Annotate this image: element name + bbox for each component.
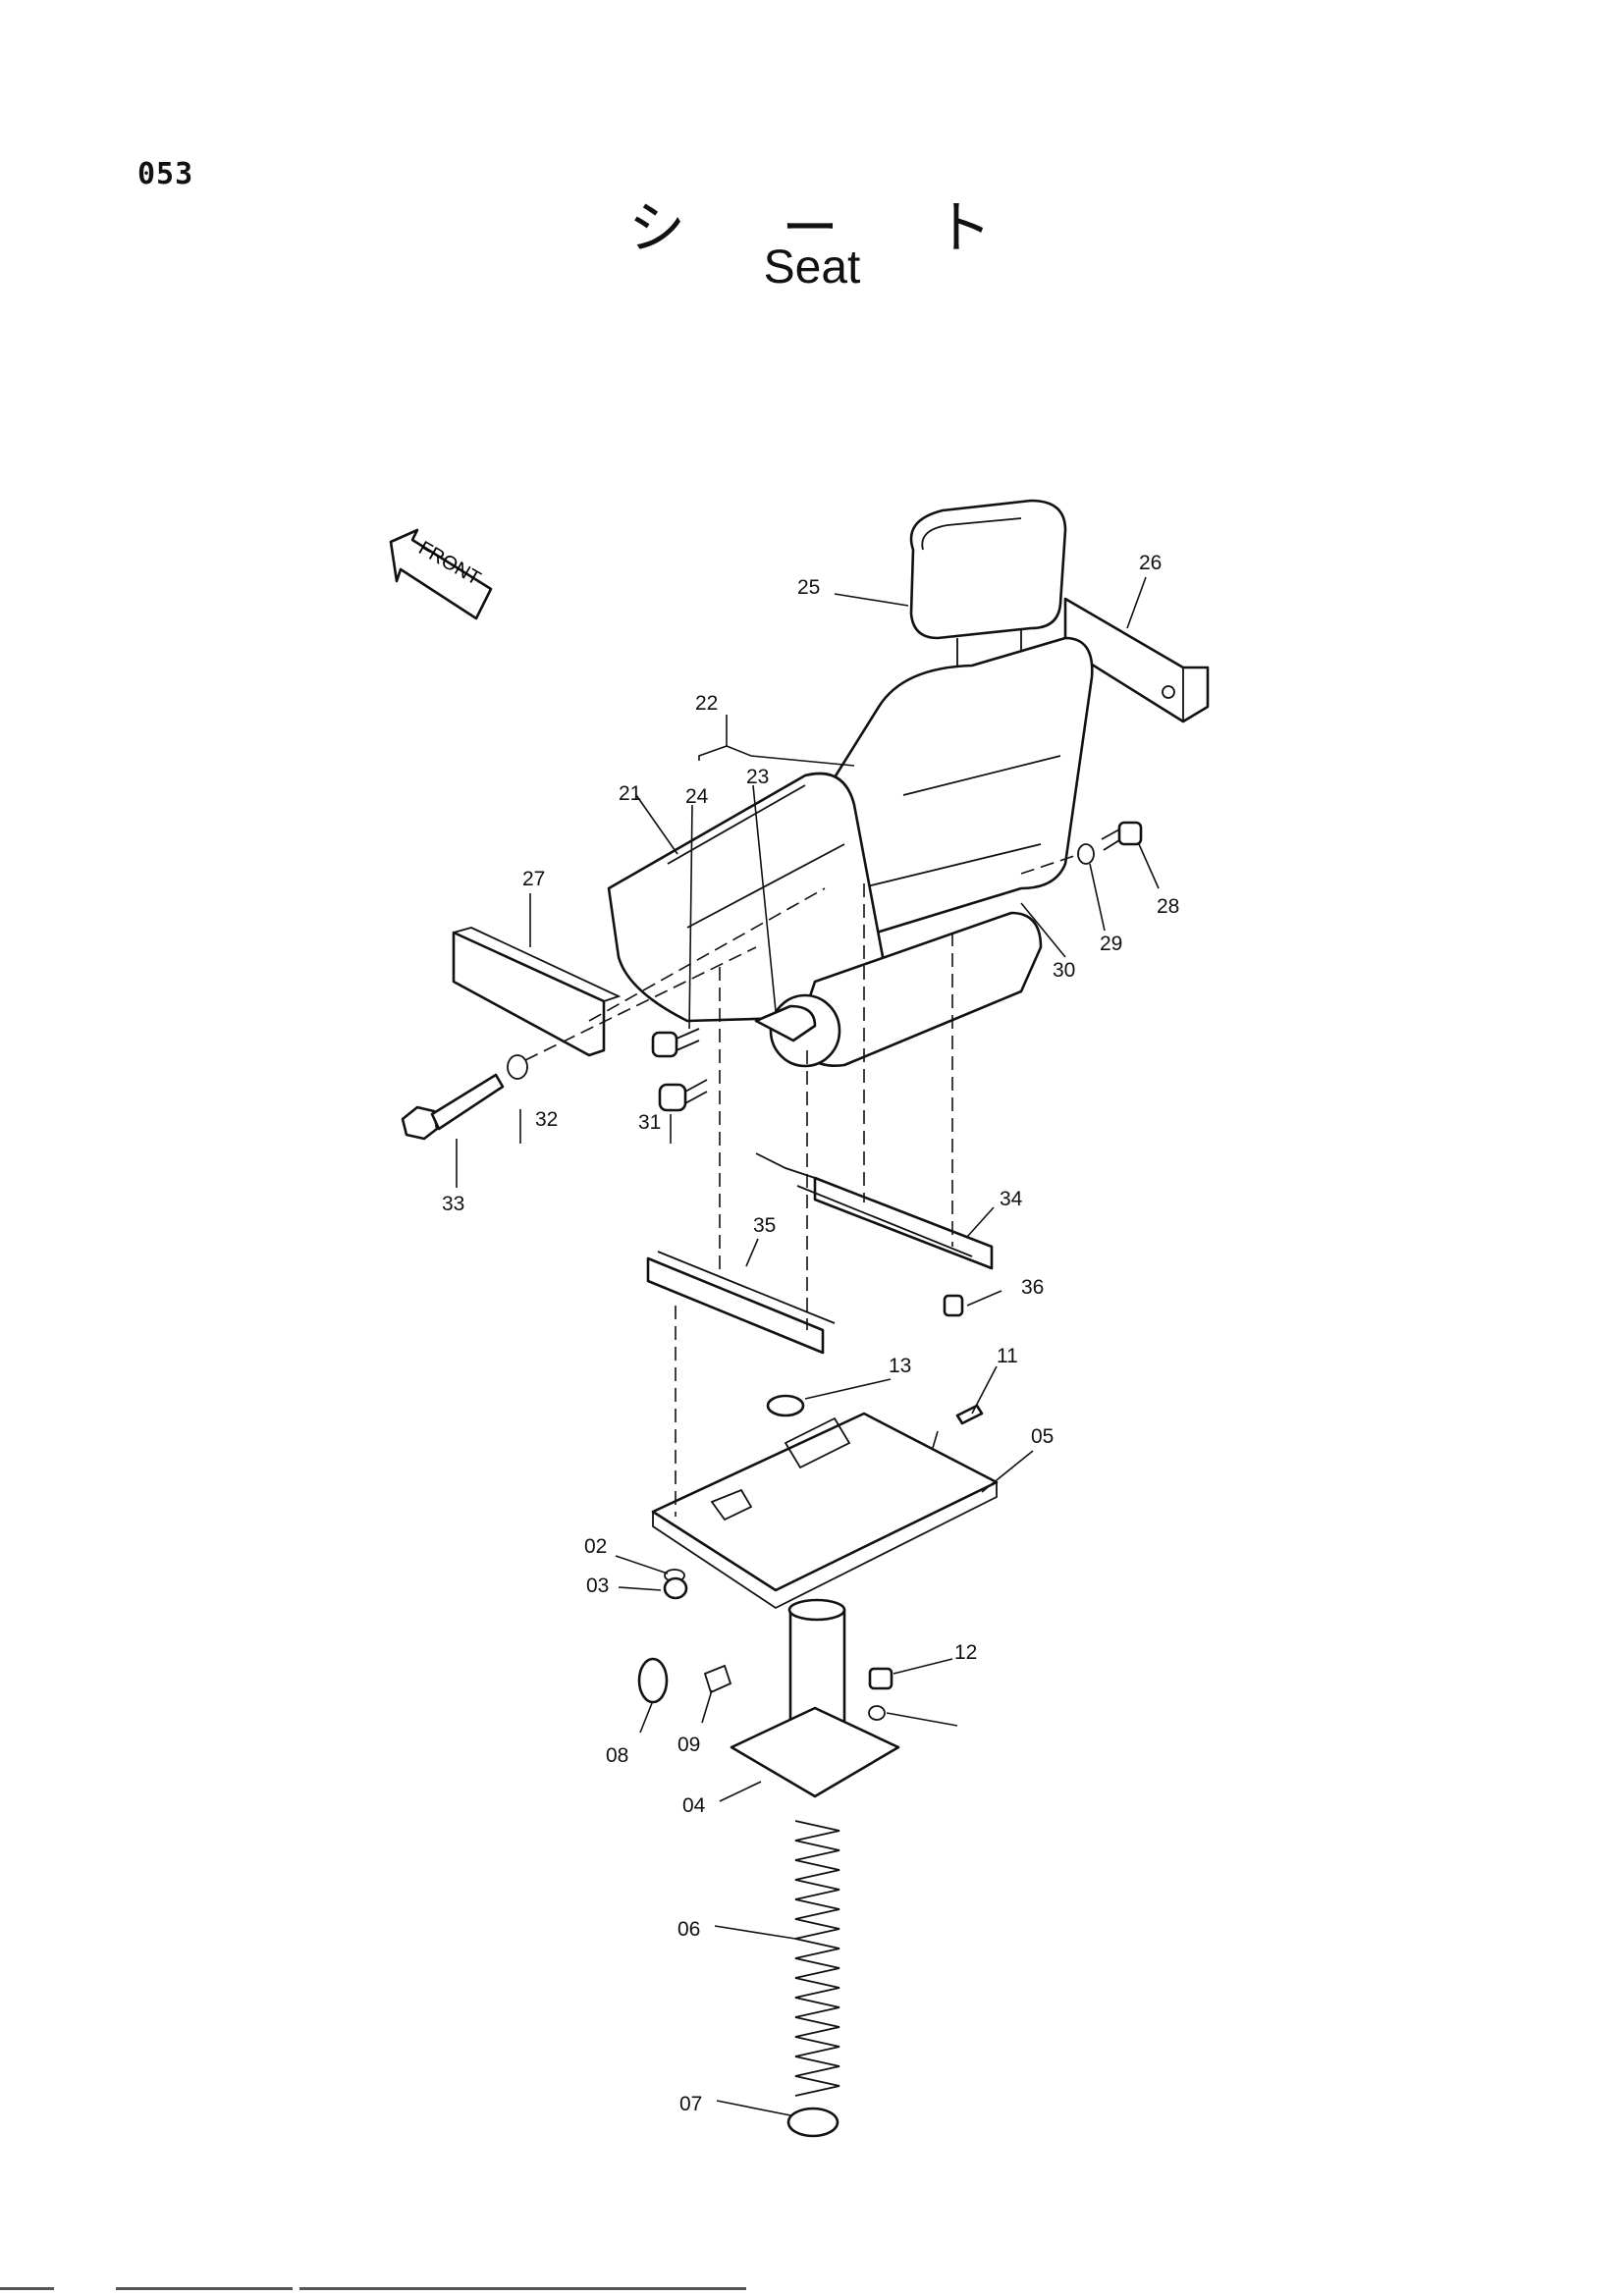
part-label: 11 [997, 1345, 1018, 1367]
nut-03-icon [663, 1576, 688, 1600]
title-japanese: シ ー ト [628, 182, 992, 264]
part-labels: 13 11 05 02 03 12 13 08 09 04 06 07 21 2… [442, 552, 1179, 2115]
part-label: 03 [586, 1575, 609, 1597]
leader-lines [456, 576, 1160, 2116]
part-label: 13 [889, 1355, 911, 1377]
column-shape [730, 1598, 900, 1798]
bolt-12-icon [868, 1667, 893, 1690]
headrest-shape [909, 499, 1067, 677]
seat-cushion-shape [607, 772, 886, 1023]
part-label: 35 [753, 1214, 776, 1237]
part-label: 02 [584, 1535, 607, 1558]
centerlines [524, 853, 1081, 1517]
bolt-36-icon [943, 1294, 964, 1317]
washer-13-icon [868, 1705, 886, 1721]
part-label: 06 [677, 1918, 700, 1941]
hinge-frame-shape [754, 911, 1043, 1068]
bolt-24-icon [651, 1028, 700, 1058]
part-label: 24 [685, 785, 709, 808]
part-label: 30 [1053, 959, 1075, 982]
part-label: 04 [682, 1794, 706, 1817]
slide-rail-35-shape [646, 1251, 836, 1355]
part-label: 21 [619, 782, 641, 805]
part-label: 26 [1139, 552, 1162, 574]
footer-rule [116, 2287, 293, 2290]
title-english: Seat [763, 241, 861, 294]
part-label: 05 [1031, 1425, 1054, 1448]
title-jp-char: ー [781, 194, 839, 261]
part-label: 22 [695, 692, 718, 715]
part-label: 27 [522, 868, 545, 890]
part-label: 28 [1157, 895, 1179, 918]
part-label: 12 [954, 1641, 977, 1664]
front-arrow-icon: FRONT [389, 528, 493, 620]
part-label: 36 [1021, 1276, 1044, 1299]
washer-29-icon [1077, 843, 1095, 865]
part-label: 31 [638, 1111, 661, 1134]
part-label: 33 [442, 1193, 464, 1215]
coil-spring-shape [794, 1820, 840, 2097]
title-jp-char: ト [934, 194, 992, 261]
armrest-left-shape [452, 927, 622, 1057]
washer-32-icon [507, 1054, 528, 1080]
bolt-33-icon [401, 1073, 505, 1141]
bolt-28-icon [1101, 821, 1143, 851]
spring-10-icon [955, 1404, 984, 1425]
part-label: 08 [606, 1744, 628, 1767]
spring-seat-07-icon [786, 2107, 839, 2138]
part-label: 07 [679, 2093, 702, 2115]
page-code: 053 [137, 157, 194, 191]
title-jp-char: シ [628, 194, 686, 261]
part-label: 29 [1100, 933, 1122, 955]
footer-rule [299, 2287, 746, 2290]
spring-09-icon [703, 1664, 732, 1694]
knob-08-icon [637, 1657, 669, 1704]
part-label: 34 [1000, 1188, 1023, 1210]
part-label: 09 [677, 1734, 700, 1756]
slide-rail-34-shape [755, 1152, 994, 1270]
part-label: 32 [535, 1108, 558, 1131]
base-plate-shape [651, 1394, 999, 1610]
part-label: 23 [746, 766, 769, 788]
part-label: 25 [797, 576, 820, 599]
footer-rule [0, 2287, 54, 2290]
bolt-31-icon [658, 1079, 708, 1112]
